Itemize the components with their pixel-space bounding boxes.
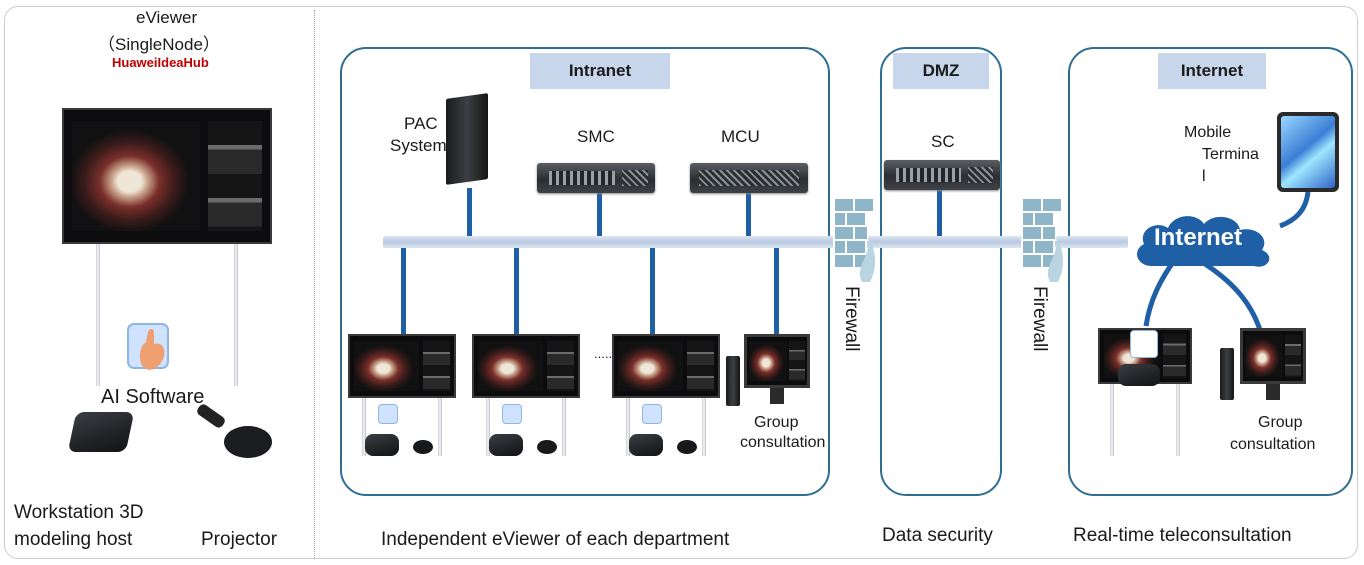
panel-divider: [314, 10, 315, 558]
workstation-device: [67, 412, 135, 452]
dept-dongle-3: [677, 440, 697, 454]
mcu-label: MCU: [721, 127, 760, 146]
group-label-1: Group: [754, 414, 799, 431]
firewall-1-label: Firewall: [841, 286, 862, 352]
dept-stand-3b: [702, 398, 706, 456]
dept-stand-3a: [626, 398, 630, 456]
group-monitor-2: [1240, 328, 1306, 384]
internet-title: Internet: [1158, 53, 1266, 89]
pac-link: [467, 188, 472, 236]
workstation-label: Workstation 3D: [14, 502, 144, 523]
group-monitor-2-stand: [1266, 384, 1280, 400]
pac-label: PAC: [404, 114, 438, 133]
ai-software-label: AI Software: [101, 386, 205, 408]
sc-link: [937, 190, 942, 236]
group-tower-2: [1220, 348, 1234, 400]
mobile-label: Mobile: [1184, 124, 1232, 141]
sc-server: [884, 160, 1000, 190]
group-monitor-1-stand: [770, 388, 784, 404]
dots-separator: ......: [594, 346, 616, 361]
internet-cloud-label: Internet: [1154, 224, 1243, 251]
ideahub-stand-left: [96, 244, 100, 386]
remote-ai-icon: [1130, 330, 1158, 358]
intranet-zone: [340, 47, 830, 496]
dept3-link: [650, 248, 655, 334]
remote-stand-a: [1110, 384, 1114, 456]
intranet-caption: Independent eViewer of each department: [381, 529, 730, 550]
ideahub-stand-right: [234, 244, 238, 386]
smc-server: [537, 163, 655, 193]
dept-box-1: [365, 434, 399, 456]
dept-box-2: [489, 434, 523, 456]
dept-dongle-2: [537, 440, 557, 454]
dept-box-3: [629, 434, 663, 456]
ai-software-icon: [127, 323, 169, 370]
dept-stand-1a: [362, 398, 366, 456]
dmz-zone: [880, 47, 1002, 496]
mobile-label-3: l: [1202, 168, 1206, 185]
group-label-2: Group: [1258, 414, 1303, 431]
projector-label: Projector: [201, 529, 278, 550]
dmz-title: DMZ: [893, 53, 989, 89]
eviewer-title: eViewer: [136, 8, 198, 27]
group-label-2b: consultation: [1230, 436, 1316, 453]
dept-stand-1b: [438, 398, 442, 456]
network-bus: [383, 236, 1128, 248]
projector-dongle-icon: [197, 404, 272, 458]
dept-screen-3: [612, 334, 720, 398]
intranet-title: Intranet: [530, 53, 670, 89]
group-label-1b: consultation: [740, 434, 826, 451]
mobile-tablet: [1277, 112, 1339, 192]
remote-stand-b: [1176, 384, 1180, 456]
mcu-link: [746, 193, 751, 236]
diagram-frame: [4, 6, 1358, 559]
firewall-1-icon: [833, 197, 876, 282]
dept-screen-2: [472, 334, 580, 398]
smc-label: SMC: [577, 127, 615, 146]
pac-label-2: System: [390, 136, 447, 155]
dept-stand-2a: [486, 398, 490, 456]
firewall-2-icon: [1021, 197, 1064, 282]
dept2-link: [514, 248, 519, 334]
smc-link: [597, 193, 602, 236]
eviewer-subtitle: （SingleNode）: [98, 35, 220, 54]
sc-label: SC: [931, 132, 955, 151]
group-link: [774, 248, 779, 334]
internet-caption: Real-time teleconsultation: [1073, 525, 1292, 546]
mcu-server: [690, 163, 808, 193]
dept-ai-icon-1: [378, 404, 398, 424]
internet-cloud-icon: [1137, 216, 1270, 267]
mobile-label-2: Termina: [1202, 146, 1259, 163]
workstation-label-2: modeling host: [14, 529, 133, 550]
group-monitor-1: [744, 334, 810, 388]
dmz-caption: Data security: [882, 525, 993, 546]
pac-server: [446, 93, 488, 185]
dept-ai-icon-2: [502, 404, 522, 424]
dept-screen-1: [348, 334, 456, 398]
group-tower-1: [726, 356, 740, 406]
internet-zone: [1068, 47, 1353, 496]
ideahub-screen: [62, 108, 272, 244]
brand-label: HuaweiIdeaHub: [112, 55, 209, 70]
dept-ai-icon-3: [642, 404, 662, 424]
remote-box: [1118, 364, 1160, 386]
dept1-link: [401, 248, 406, 334]
firewall-2-label: Firewall: [1029, 286, 1050, 352]
dept-dongle-1: [413, 440, 433, 454]
dept-stand-2b: [562, 398, 566, 456]
